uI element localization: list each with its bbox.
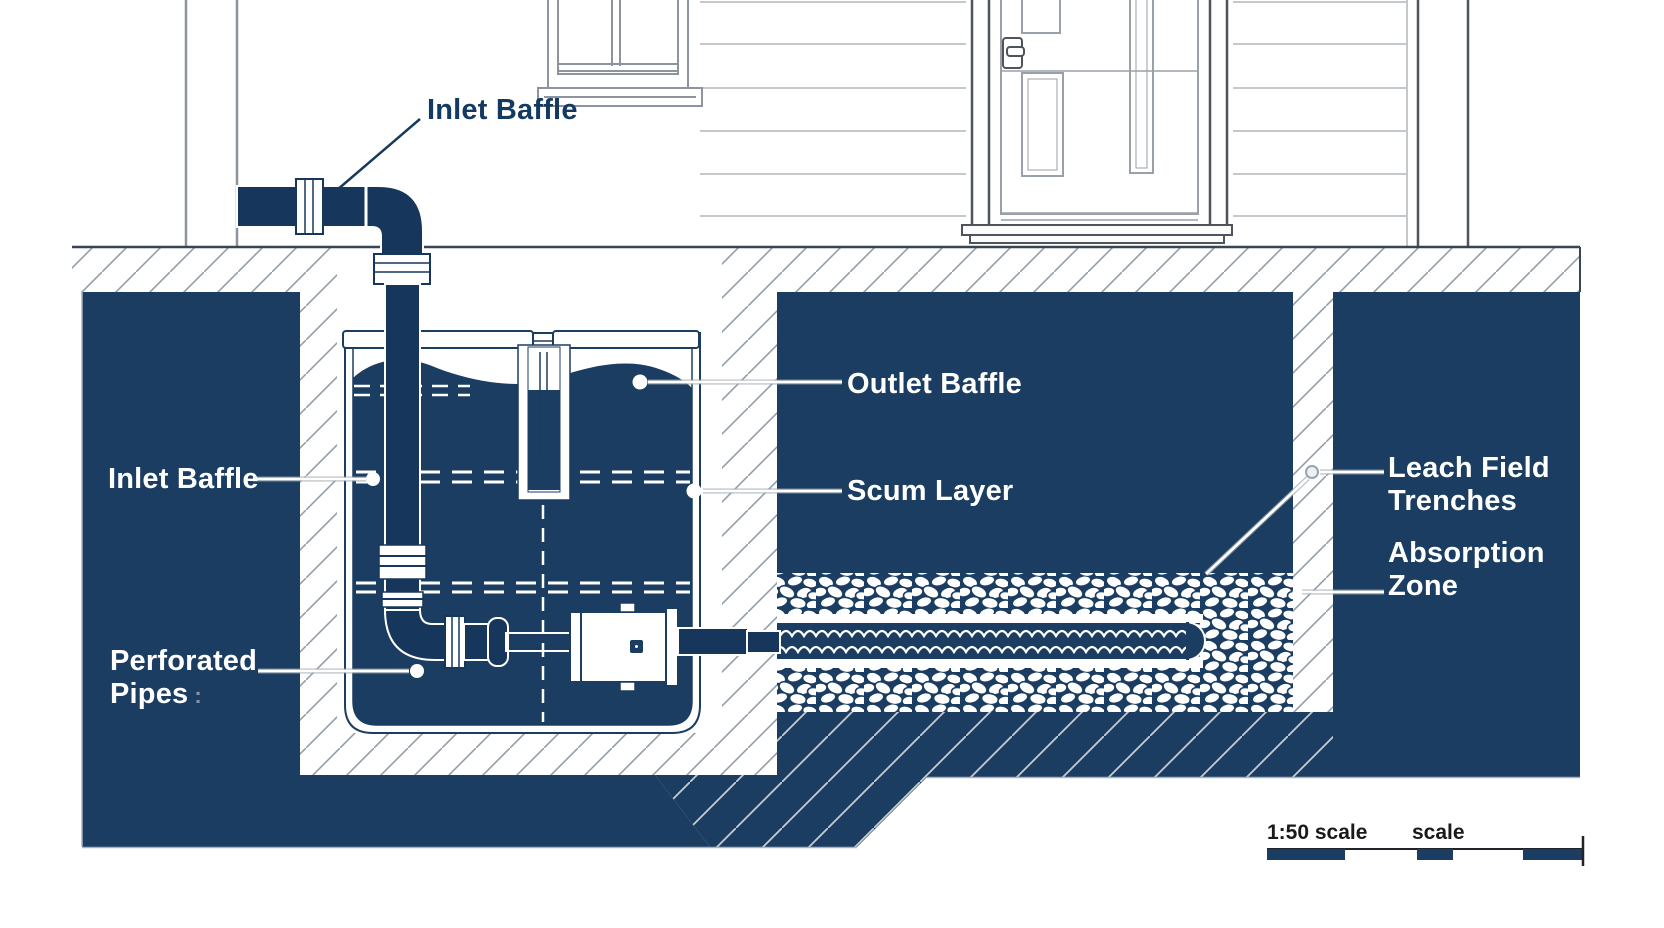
inlet-pipe bbox=[236, 185, 424, 256]
absorption-zone-line2: Zone bbox=[1388, 569, 1459, 602]
callout-perforated-pipes-label: Perforated Pipes: bbox=[110, 645, 257, 712]
pipe-casing-top bbox=[777, 614, 1203, 623]
house-door bbox=[961, 0, 1233, 244]
callout-leaders bbox=[253, 118, 1384, 678]
leach-field-line1: Leach Field bbox=[1388, 452, 1550, 484]
tank-pit-walls bbox=[300, 292, 777, 775]
ring-leach-field bbox=[1305, 465, 1319, 479]
house-window bbox=[537, 0, 703, 107]
house-left-wall bbox=[184, 0, 239, 246]
elbow-collar bbox=[444, 615, 466, 669]
outlet-baffle-channel bbox=[517, 344, 571, 501]
ground-surface-band bbox=[72, 247, 1580, 292]
leader-inlet-pipe bbox=[329, 118, 421, 197]
pipe-bell-end bbox=[487, 617, 509, 667]
soil-bottom-edges bbox=[81, 292, 1580, 849]
soil-right-block bbox=[1333, 292, 1580, 777]
dot-scum-layer bbox=[686, 483, 702, 499]
dot-outlet-baffle bbox=[632, 374, 648, 390]
house-right-wall bbox=[1416, 0, 1470, 246]
callout-absorption-zone-label: Absorption Zone bbox=[1388, 537, 1545, 602]
callout-leach-field-label: Leach Field Trenches bbox=[1388, 452, 1550, 517]
perforated-pipes-stray-mark: : bbox=[194, 682, 202, 708]
scale-bar bbox=[1267, 836, 1585, 866]
pipe-casing-bottom bbox=[777, 659, 1203, 668]
absorption-zone-line1: Absorption bbox=[1388, 537, 1545, 569]
soil-center-block bbox=[777, 292, 1293, 573]
perforated-pipes-line1: Perforated bbox=[110, 645, 258, 677]
leach-field-line2: Trenches bbox=[1388, 484, 1517, 517]
outlet-pipe bbox=[677, 627, 749, 656]
callout-outlet-baffle-label: Outlet Baffle bbox=[847, 368, 1022, 400]
outlet-filter-box bbox=[569, 602, 679, 692]
house-siding bbox=[700, 0, 1408, 246]
door-threshold bbox=[961, 224, 1233, 244]
scale-label-ratio: 1:50 scale bbox=[1267, 821, 1368, 844]
scale-label-word: scale bbox=[1412, 821, 1465, 844]
drop-pipe-coupling-lower bbox=[381, 591, 424, 608]
riser-coupling bbox=[373, 253, 431, 285]
dot-inlet-baffle bbox=[366, 472, 380, 486]
ground-soil bbox=[72, 245, 1581, 849]
outlet-pipe-reducer bbox=[746, 630, 781, 654]
trench-right-wall bbox=[1293, 292, 1333, 712]
piping bbox=[236, 178, 781, 692]
perforated-pipes-line2: Pipes: bbox=[110, 677, 202, 710]
dot-absorption-zone bbox=[1292, 587, 1302, 597]
soil-left-block bbox=[82, 292, 710, 847]
drop-pipe-coupling-upper bbox=[378, 544, 427, 580]
callout-inlet-baffle-label: Inlet Baffle bbox=[108, 463, 259, 495]
house-elevation bbox=[184, 0, 1470, 246]
callout-scum-layer-label: Scum Layer bbox=[847, 475, 1014, 507]
leach-field-trench bbox=[777, 573, 1293, 712]
dot-perforated-pipes bbox=[410, 664, 424, 678]
soil-hatched-slab-texture bbox=[655, 712, 1333, 847]
callout-inlet-pipe-label: Inlet Baffle bbox=[427, 94, 578, 126]
perforated-pipe bbox=[777, 621, 1206, 661]
leader-leach-field-diagonal bbox=[1205, 476, 1309, 576]
door-handle-icon bbox=[1002, 37, 1025, 69]
inlet-pipe-coupling bbox=[295, 178, 324, 235]
